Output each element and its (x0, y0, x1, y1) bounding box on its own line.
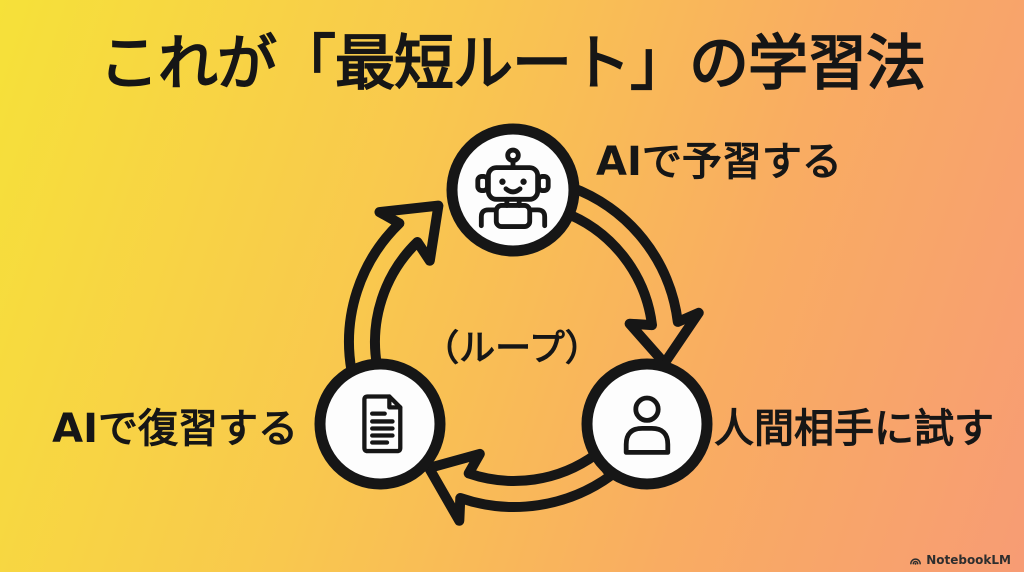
robot-icon (475, 147, 551, 230)
node-label-human-practice: 人間相手に試す (714, 406, 994, 452)
person-icon (623, 395, 671, 455)
notebooklm-watermark: NotebookLM (909, 553, 1011, 567)
watermark-label: NotebookLM (926, 553, 1011, 567)
slide-title: これが「最短ルート」の学習法 (99, 29, 926, 99)
node-circle-human-practice (581, 358, 713, 490)
document-icon (362, 394, 403, 454)
node-label-ai-preview: AIで予習する (596, 139, 842, 185)
loop-arrow-bottom (424, 448, 616, 526)
loop-arrow-left (344, 200, 444, 376)
node-circle-ai-review (314, 358, 446, 490)
node-label-ai-review: AIで復習する (52, 406, 298, 452)
notebooklm-logo-icon (910, 557, 922, 565)
loop-caption: （ループ） (423, 328, 601, 369)
